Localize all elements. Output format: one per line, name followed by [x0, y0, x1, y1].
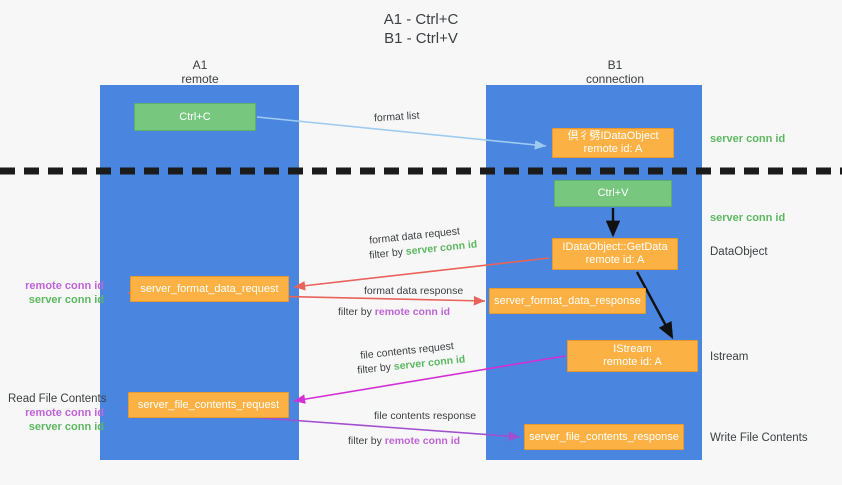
side-label-server-conn-id-second: server conn id — [710, 212, 786, 224]
node-idataobject-remote[interactable]: 倶彳劈IDataObject remote id: A — [552, 128, 674, 158]
side-label-server-conn-id-top: server conn id — [710, 133, 786, 145]
filter-prefix: filter by — [368, 245, 407, 262]
node-server-file-contents-response[interactable]: server_file_contents_response — [524, 424, 684, 450]
left-label-remote-conn-id-low: remote conn id — [25, 407, 104, 419]
node-ctrl-c[interactable]: Ctrl+C — [134, 103, 256, 131]
wire-label-format-list: format list — [373, 109, 420, 125]
left-label-server-conn-id-low: server conn id — [28, 421, 104, 433]
connector-getdata-to-istream — [635, 271, 674, 340]
filter-value: remote conn id — [374, 306, 451, 318]
lane-header-a1: A1 remote — [181, 58, 219, 86]
wire-label-format-data-response-filter: filter by remote conn id — [338, 305, 450, 319]
connector-format-list — [256, 116, 547, 150]
connector-format-data-request — [293, 257, 550, 291]
wire-label-file-contents-response-filter: filter by remote conn id — [348, 434, 460, 448]
left-label-group-lower: Read File Contents remote conn id server… — [6, 392, 107, 434]
filter-prefix: filter by — [356, 360, 395, 377]
node-server-format-data-request[interactable]: server_format_data_request — [130, 276, 289, 302]
side-label-dataobject: DataObject — [710, 246, 768, 258]
lane-header-b1: B1 connection — [585, 58, 645, 86]
node-idataobject-getdata[interactable]: IDataObject::GetData remote id: A — [552, 238, 678, 270]
wire-label-format-data-response: format data response — [364, 285, 464, 297]
side-label-istream: Istream — [710, 351, 749, 363]
side-label-write-file-contents: Write File Contents — [710, 432, 808, 444]
node-ctrl-v[interactable]: Ctrl+V — [554, 180, 672, 207]
left-label-read-file-contents: Read File Contents — [8, 393, 107, 405]
left-label-remote-conn-id-mid: remote conn id — [25, 280, 104, 292]
filter-prefix: filter by — [338, 306, 375, 318]
left-label-server-conn-id-mid: server conn id — [28, 294, 104, 306]
node-server-file-contents-request[interactable]: server_file_contents_request — [128, 392, 289, 418]
node-server-format-data-response[interactable]: server_format_data_response — [489, 288, 646, 314]
filter-value: remote conn id — [384, 435, 461, 447]
left-label-group-middle: remote conn id server conn id — [8, 279, 104, 307]
filter-prefix: filter by — [348, 435, 385, 447]
node-istream[interactable]: IStream remote id: A — [567, 340, 698, 372]
page-title: A1 - Ctrl+C B1 - Ctrl+V — [383, 11, 459, 47]
connector-file-contents-request — [293, 355, 566, 404]
wire-label-file-contents-response: file contents response — [374, 410, 477, 422]
